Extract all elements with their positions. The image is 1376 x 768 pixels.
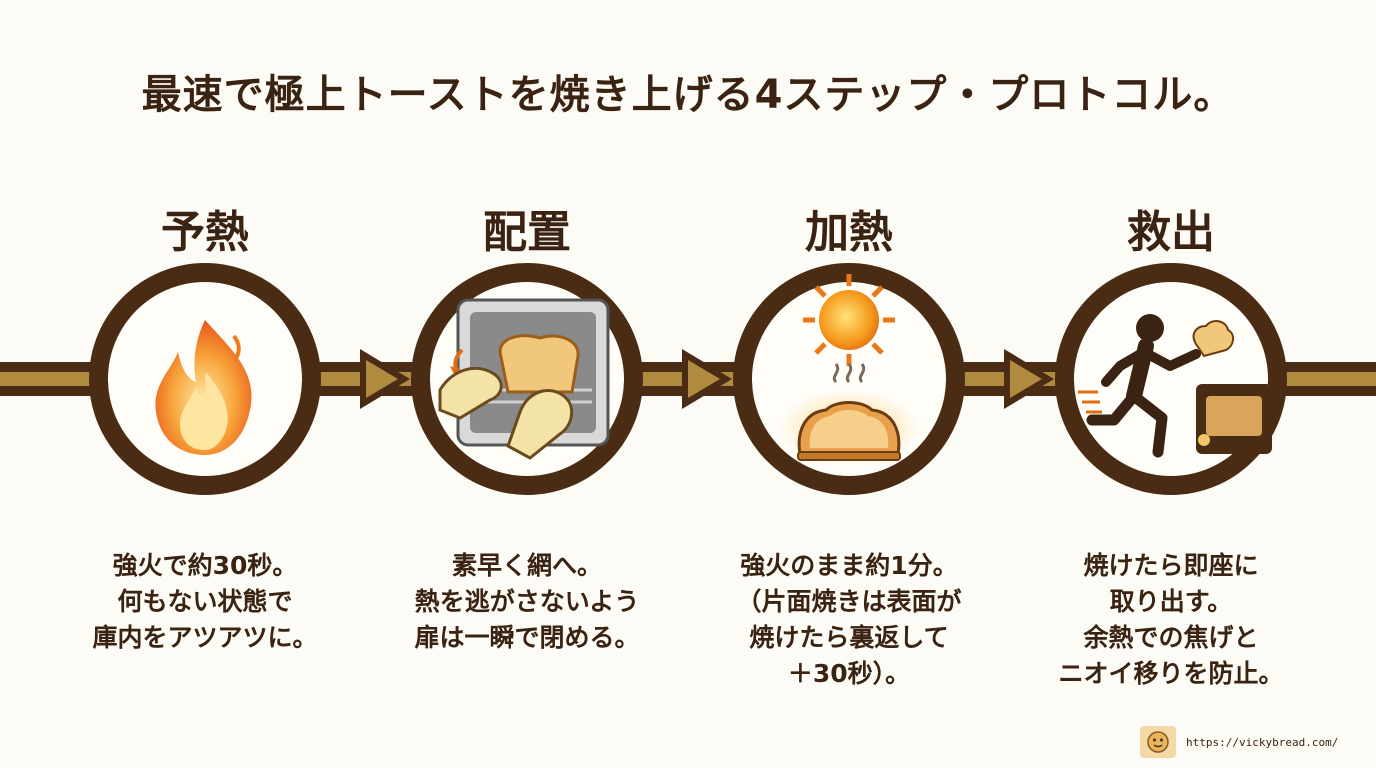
- step-title-4: 救出: [1127, 207, 1215, 258]
- runner-rescue-toast-icon: [1078, 314, 1272, 458]
- description-line: 何もない状態で: [117, 587, 293, 616]
- description-line: （片面焼きは表面が: [736, 587, 962, 616]
- step-description-3: 強火のまま約1分。 （片面焼きは表面が 焼けたら裏返して ＋30秒）。: [699, 548, 999, 692]
- description-line: 強火で約30秒。: [112, 551, 298, 580]
- description-line: 扉は一瞬で閉める。: [414, 623, 640, 652]
- flame-icon: [155, 320, 252, 455]
- arrow-icon: [360, 349, 410, 409]
- description-line: 焼けたら即座に: [1083, 551, 1259, 580]
- step-title-2: 配置: [483, 207, 571, 258]
- heat-waves-icon: [832, 363, 866, 384]
- running-person-icon: [1086, 314, 1201, 458]
- description-line: 余熱での焦げと: [1083, 623, 1259, 652]
- oven-icon: [1196, 384, 1272, 454]
- sun-heating-toast-icon: [779, 274, 919, 466]
- description-line: 強火のまま約1分。: [740, 551, 958, 580]
- toast-icon: [797, 401, 901, 461]
- description-line: ニオイ移りを防止。: [1058, 659, 1284, 688]
- description-line: 焼けたら裏返して: [749, 623, 949, 652]
- footer: https://vickybread.com/: [1140, 726, 1338, 758]
- description-line: 素早く網へ。: [451, 551, 602, 580]
- description-line: 庫内をアツアツに。: [92, 623, 318, 652]
- bread-logo-icon: [1140, 726, 1176, 758]
- oven-toast-placing-icon: [438, 298, 610, 460]
- arrow-icon: [682, 349, 732, 409]
- sun-icon: [803, 274, 895, 366]
- description-line: 熱を逃がさないよう: [414, 587, 640, 616]
- step-description-1: 強火で約30秒。 何もない状態で 庫内をアツアツに。: [55, 548, 355, 656]
- toast-icon: [1192, 320, 1234, 358]
- step-title-1: 予熱: [161, 207, 249, 258]
- step-description-2: 素早く網へ。 熱を逃がさないよう 扉は一瞬で閉める。: [377, 548, 677, 656]
- website-link[interactable]: https://vickybread.com/: [1186, 735, 1339, 749]
- description-line: 取り出す。: [1109, 587, 1233, 616]
- description-line: ＋30秒）。: [787, 659, 911, 688]
- speed-lines-icon: [1078, 390, 1102, 414]
- arrow-icon: [1004, 349, 1054, 409]
- step-circle-4: [1055, 263, 1287, 495]
- page-title: 最速で極上トーストを焼き上げる4ステップ・プロトコル。: [141, 72, 1235, 118]
- step-title-3: 加熱: [805, 207, 893, 258]
- step-description-4: 焼けたら即座に 取り出す。 余熱での焦げと ニオイ移りを防止。: [1021, 548, 1321, 692]
